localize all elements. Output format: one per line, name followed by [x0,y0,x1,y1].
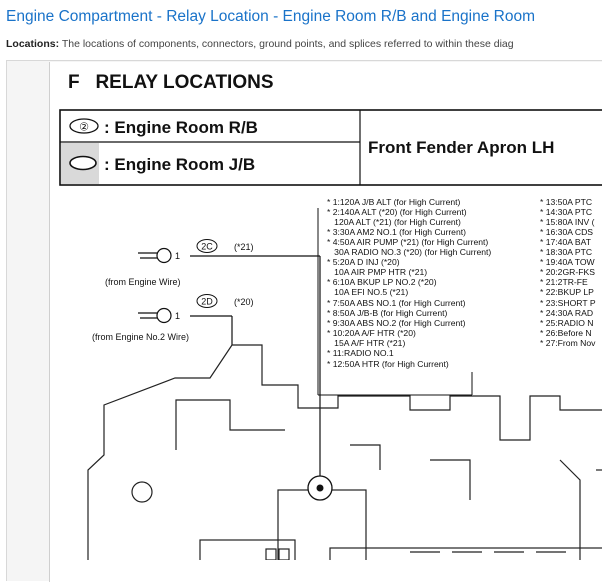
connector-2c-pin: 1 [175,251,180,261]
note-item: * 27:From Nov [540,338,596,348]
connector-2c-terminal [138,247,321,488]
note-item: * 22:BKUP LP [540,287,594,297]
note-item: * 20:2GR-FKS [540,267,595,277]
note-item: * 24:30A RAD [540,308,593,318]
note-item: * 15:80A INV ( [540,217,595,227]
ground-point-icon [307,475,333,501]
note-item: 30A RADIO NO.3 (*20) (for High Current) [327,247,491,257]
note-item: * 13:50A PTC [540,197,592,207]
legend-symbol-oval-icon [69,155,97,171]
note-item: * 6:10A BKUP LP NO.2 (*20) [327,277,437,287]
note-item: 10A AIR PMP HTR (*21) [327,267,427,277]
note-item: * 3:30A AM2 NO.1 (for High Current) [327,227,466,237]
note-item: * 17:40A BAT [540,237,592,247]
note-item: 10A EFI NO.5 (*21) [327,287,408,297]
connector-2d-badge [196,294,218,308]
relay-box-outline [87,344,602,560]
location-header: Front Fender Apron LH [368,138,554,157]
connector-2d-terminal [138,307,233,345]
note-item: * 8:50A J/B-B (for High Current) [327,308,447,318]
note-item: * 23:SHORT P [540,298,596,308]
connector-2d-note: (*20) [234,297,254,307]
note-item: * 26:Before N [540,328,592,338]
connector-2d-source: (from Engine No.2 Wire) [92,332,189,342]
note-item: * 21:2TR-FE [540,277,588,287]
note-item: * 25:RADIO N [540,318,594,328]
note-item: * 7:50A ABS NO.1 (for High Current) [327,298,466,308]
legend-table [59,109,602,186]
note-item: * 16:30A CDS [540,227,593,237]
connector-2c-id: 2C [201,242,213,252]
relay-location-diagram: F RELAY LOCATIONS ② : Engine Room R/B : … [59,72,602,560]
note-item: * 1:120A J/B ALT (for High Current) [327,197,461,207]
legend-symbol-circled-2: ② [69,118,99,134]
connector-2d-pin: 1 [175,311,180,321]
connector-2c-badge [196,239,218,253]
note-item: * 5:20A D INJ (*20) [327,257,400,267]
connector-2d-id: 2D [201,297,213,307]
legend-symbol-text: ② [79,122,89,134]
connector-2c-source: (from Engine Wire) [105,277,181,287]
note-item: * 4:50A AIR PUMP (*21) (for High Current… [327,237,488,247]
note-item: * 18:30A PTC [540,247,592,257]
legend-engine-room-rb: : Engine Room R/B [104,118,258,137]
note-item: * 11:RADIO NO.1 [327,348,394,358]
section-title: F RELAY LOCATIONS [68,72,274,93]
notes-left-column: * 1:120A J/B ALT (for High Current) * 2:… [327,197,491,369]
connector-2c-note: (*21) [234,242,254,252]
legend-engine-room-jb: : Engine Room J/B [104,155,255,174]
locations-text: The locations of components, connectors,… [61,38,514,50]
locations-description: Locations: The locations of components, … [6,38,514,50]
note-item: * 19:40A TOW [540,257,596,267]
note-item: * 14:30A PTC [540,207,592,217]
note-item: * 2:140A ALT (*20) (for High Current) [327,207,467,217]
page-title[interactable]: Engine Compartment - Relay Location - En… [6,8,535,25]
mounting-hole-icon [131,481,153,503]
note-item: 15A A/F HTR (*21) [327,338,405,348]
note-item: * 9:30A ABS NO.2 (for High Current) [327,318,466,328]
notes-right-column: * 13:50A PTC * 14:30A PTC * 15:80A INV (… [540,197,596,348]
note-item: * 12:50A HTR (for High Current) [327,359,449,369]
note-item: 120A ALT (*21) (for High Current) [327,217,461,227]
note-item: * 10:20A A/F HTR (*20) [327,328,416,338]
locations-label: Locations: [6,38,60,50]
note-leader-lines [317,208,473,396]
relay-box-inner-frame [199,489,602,560]
